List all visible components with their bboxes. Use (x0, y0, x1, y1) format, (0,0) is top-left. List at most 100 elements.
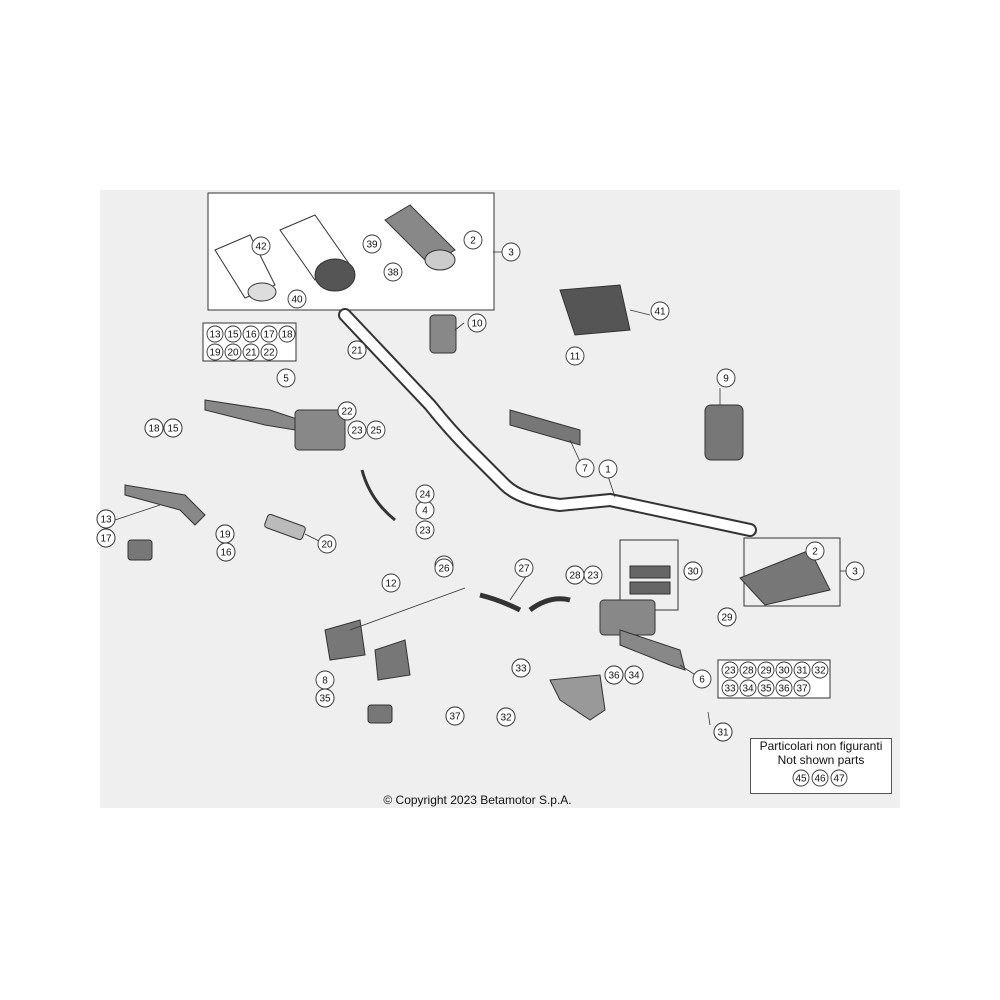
svg-text:22: 22 (263, 348, 275, 359)
svg-text:17: 17 (263, 330, 275, 341)
svg-text:23: 23 (587, 571, 599, 582)
callout-34: 34 (624, 665, 644, 685)
callout-15: 15 (224, 325, 242, 343)
callout-11: 11 (565, 346, 585, 366)
brake-pads-30 (629, 565, 671, 595)
callout-20: 20 (224, 343, 242, 361)
svg-text:21: 21 (245, 348, 257, 359)
callout-23: 23 (583, 565, 603, 585)
svg-text:38: 38 (387, 268, 399, 279)
svg-text:28: 28 (569, 571, 581, 582)
svg-text:32: 32 (500, 713, 512, 724)
svg-text:7: 7 (582, 464, 588, 475)
svg-text:36: 36 (778, 684, 790, 695)
callout-23: 23 (415, 520, 435, 540)
callout-2: 2 (463, 230, 483, 250)
callout-29: 29 (757, 661, 775, 679)
svg-text:37: 37 (449, 712, 461, 723)
grip-right-2 (384, 204, 456, 271)
svg-text:17: 17 (100, 534, 112, 545)
svg-text:19: 19 (219, 530, 231, 541)
callout-21: 21 (347, 340, 367, 360)
right-grip-frame (743, 537, 841, 607)
svg-text:33: 33 (724, 684, 736, 695)
svg-text:30: 30 (778, 666, 790, 677)
callout-47: 47 (830, 769, 848, 787)
callout-42: 42 (251, 236, 271, 256)
svg-text:21: 21 (351, 346, 363, 357)
svg-text:3: 3 (508, 248, 514, 259)
svg-text:35: 35 (319, 694, 331, 705)
callout-16: 16 (216, 542, 236, 562)
not-shown-title-en: Not shown parts (777, 753, 865, 767)
svg-text:23: 23 (351, 426, 363, 437)
svg-text:46: 46 (814, 774, 826, 785)
svg-text:39: 39 (366, 240, 378, 251)
svg-text:35: 35 (760, 684, 772, 695)
callout-13: 13 (96, 509, 116, 529)
callout-19: 19 (215, 524, 235, 544)
copyright-text: © Copyright 2023 Betamotor S.p.A. (383, 793, 572, 807)
callout-46: 46 (811, 769, 829, 787)
svg-text:19: 19 (209, 348, 221, 359)
callout-4: 4 (415, 500, 435, 520)
callout-18: 18 (144, 418, 164, 438)
callout-45: 45 (792, 769, 810, 787)
svg-text:16: 16 (220, 548, 232, 559)
callout-3: 3 (845, 561, 865, 581)
callout-24: 24 (415, 484, 435, 504)
callout-28: 28 (565, 565, 585, 585)
callout-22: 22 (337, 401, 357, 421)
svg-text:28: 28 (742, 666, 754, 677)
clamp-bottom-7 (509, 409, 581, 446)
svg-text:34: 34 (742, 684, 754, 695)
svg-text:31: 31 (796, 666, 808, 677)
svg-text:22: 22 (341, 407, 353, 418)
svg-text:27: 27 (518, 564, 530, 575)
svg-text:40: 40 (291, 295, 303, 306)
callout-26: 26 (434, 558, 454, 578)
svg-text:37: 37 (796, 684, 808, 695)
callout-31: 31 (793, 661, 811, 679)
throttle-grip (279, 214, 356, 292)
svg-text:15: 15 (227, 330, 239, 341)
svg-text:32: 32 (814, 666, 826, 677)
callout-2: 2 (805, 541, 825, 561)
bar-clamp-41 (559, 284, 631, 336)
svg-text:24: 24 (419, 490, 431, 501)
callout-37: 37 (445, 706, 465, 726)
callout-12: 12 (381, 573, 401, 593)
svg-text:13: 13 (209, 330, 221, 341)
clutch-lever-assembly (204, 399, 346, 451)
callout-23: 23 (721, 661, 739, 679)
callout-8: 8 (315, 670, 335, 690)
not-shown-parts-box: Particolari non figuranti Not shown part… (750, 738, 892, 794)
callout-30: 30 (775, 661, 793, 679)
svg-text:11: 11 (570, 352, 581, 363)
callout-labels: 1223345678910111213131515161617171818191… (96, 230, 865, 742)
callout-32: 32 (496, 707, 516, 727)
svg-text:23: 23 (724, 666, 736, 677)
leader-lines (114, 251, 848, 726)
callout-17: 17 (96, 528, 116, 548)
switch-10 (429, 314, 457, 354)
svg-text:29: 29 (721, 613, 733, 624)
grip-left-42 (214, 234, 277, 302)
callout-21: 21 (242, 343, 260, 361)
callout-23: 23 (347, 420, 367, 440)
svg-text:12: 12 (385, 579, 397, 590)
svg-text:36: 36 (608, 671, 620, 682)
callout-9: 9 (716, 368, 736, 388)
callout-5: 5 (276, 368, 296, 388)
svg-text:3: 3 (852, 567, 858, 578)
hose-24 (360, 469, 396, 522)
svg-text:2: 2 (812, 547, 818, 558)
svg-text:31: 31 (717, 728, 729, 739)
svg-text:15: 15 (167, 424, 179, 435)
callout-6: 6 (692, 669, 712, 689)
svg-text:2: 2 (470, 236, 476, 247)
not-shown-parts: 45 46 47 (751, 767, 891, 792)
callout-3: 3 (501, 242, 521, 262)
svg-text:26: 26 (438, 564, 450, 575)
